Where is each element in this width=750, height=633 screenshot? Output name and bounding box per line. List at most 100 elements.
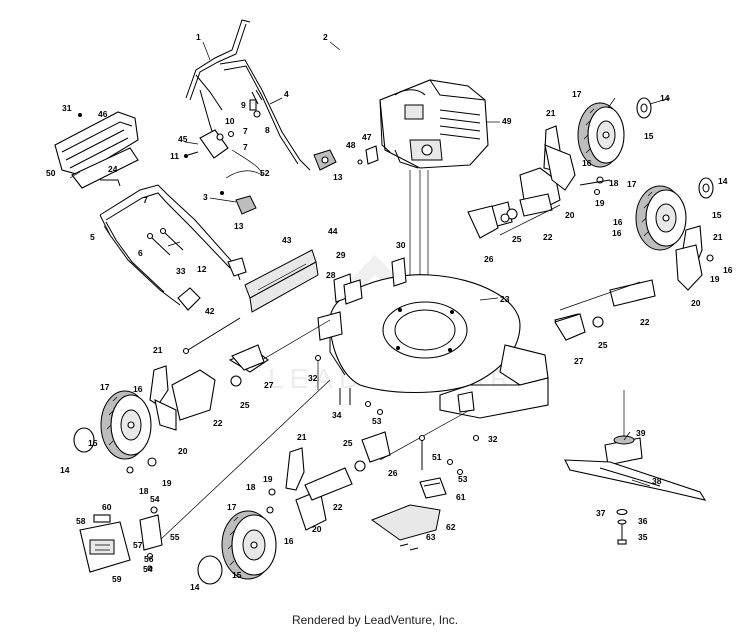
fasteners-7-8-9-10-11	[184, 99, 261, 158]
callout-49: 49	[502, 116, 512, 126]
callout-28: 28	[326, 270, 336, 280]
callout-13a: 13	[333, 172, 343, 182]
callout-17c: 17	[100, 382, 110, 392]
callout-16b: 16	[613, 217, 623, 227]
callout-19c: 19	[162, 478, 172, 488]
callout-30: 30	[396, 240, 406, 250]
callout-19d: 19	[263, 474, 273, 484]
render-credit: Rendered by LeadVenture, Inc.	[291, 613, 459, 627]
callout-20c: 20	[178, 446, 188, 456]
callout-20a: 20	[565, 210, 575, 220]
callout-62: 62	[446, 522, 456, 532]
callout-16a: 16	[582, 158, 592, 168]
leader-lines	[69, 41, 671, 487]
engine-49	[379, 79, 489, 169]
callout-16c: 16	[612, 228, 622, 238]
deck-brackets-28-29-30	[333, 257, 407, 305]
callout-26a: 26	[484, 254, 494, 264]
callout-53b: 53	[458, 474, 468, 484]
callout-10: 10	[225, 116, 235, 126]
callout-58: 58	[76, 516, 86, 526]
callout-1: 1	[196, 32, 201, 42]
callout-16f: 16	[284, 536, 294, 546]
callout-16d: 16	[723, 265, 733, 275]
callout-22c: 22	[213, 418, 223, 428]
callout-57: 57	[133, 540, 143, 550]
handle-grip	[299, 37, 358, 79]
callout-numbers: 1 2 3 4 5 6 7 7 7 8 9 10 11 12 13 13 14 …	[46, 32, 733, 592]
callout-56: 56	[144, 554, 154, 564]
callout-11: 11	[170, 151, 179, 161]
callout-63: 63	[426, 532, 436, 542]
callout-5: 5	[90, 232, 95, 242]
callout-20d: 20	[312, 524, 322, 534]
callout-4: 4	[284, 89, 289, 99]
callout-13b: 13	[234, 221, 244, 231]
callout-48: 48	[346, 140, 356, 150]
callout-3: 3	[203, 192, 208, 202]
callout-14a: 14	[660, 93, 670, 103]
callout-6: 6	[138, 248, 143, 258]
callout-36: 36	[638, 516, 648, 526]
callout-33: 33	[176, 266, 186, 276]
callout-59: 59	[112, 574, 122, 584]
hinge-57-55	[139, 506, 163, 571]
callout-18a: 18	[609, 178, 619, 188]
fasteners-51-53-32-34	[314, 354, 480, 476]
blade-adapter-39	[604, 390, 643, 466]
callout-60: 60	[102, 502, 112, 512]
blade-bolt-35-36-37	[616, 508, 628, 545]
callout-14b: 14	[718, 176, 728, 186]
callout-51: 51	[432, 452, 442, 462]
callout-25c: 25	[240, 400, 250, 410]
callout-24: 24	[108, 164, 118, 174]
callout-26b: 26	[388, 468, 398, 478]
upper-handle	[185, 19, 311, 171]
wheel-lower-left	[100, 390, 152, 460]
handle-bolts-33	[146, 227, 184, 256]
callout-25a: 25	[512, 234, 522, 244]
discharge-chute-59	[79, 521, 131, 573]
callout-15a: 15	[644, 131, 654, 141]
callout-19a: 19	[595, 198, 605, 208]
callout-2: 2	[323, 32, 328, 42]
callout-17b: 17	[627, 179, 637, 189]
callout-53a: 53	[372, 416, 382, 426]
callout-21d: 21	[297, 432, 307, 442]
callout-22d: 22	[333, 502, 343, 512]
wheel-upper-right	[577, 102, 625, 168]
callout-7a: 7	[143, 195, 148, 205]
callout-18c: 18	[246, 482, 256, 492]
callout-9: 9	[241, 100, 246, 110]
callout-55: 55	[170, 532, 180, 542]
callout-19b: 19	[710, 274, 720, 284]
callout-37: 37	[596, 508, 606, 518]
knob-3-13	[209, 191, 257, 215]
callout-61: 61	[456, 492, 466, 502]
callout-16e: 16	[133, 384, 143, 394]
wheel-bottom-center	[221, 510, 277, 580]
callout-42: 42	[205, 306, 215, 316]
callout-15c: 15	[88, 438, 98, 448]
height-adjuster-mid-right	[675, 225, 714, 291]
bracket-61	[419, 477, 447, 499]
callout-17a: 17	[572, 89, 582, 99]
callout-7c: 7	[243, 126, 248, 136]
callout-50: 50	[46, 168, 56, 178]
callout-21c: 21	[153, 345, 163, 355]
callout-17d: 17	[227, 502, 237, 512]
wheel-mid-right	[635, 185, 687, 251]
callout-52: 52	[260, 168, 270, 178]
axle-22-bottom	[266, 431, 391, 531]
callout-12: 12	[197, 264, 207, 274]
callout-39: 39	[636, 428, 646, 438]
callout-23: 23	[500, 294, 510, 304]
callout-45: 45	[178, 134, 188, 144]
callout-38: 38	[652, 476, 662, 486]
callout-15b: 15	[712, 210, 722, 220]
mower-deck-23	[317, 274, 549, 419]
callout-47: 47	[362, 132, 372, 142]
screws-63	[399, 543, 419, 551]
callout-46: 46	[98, 109, 108, 119]
